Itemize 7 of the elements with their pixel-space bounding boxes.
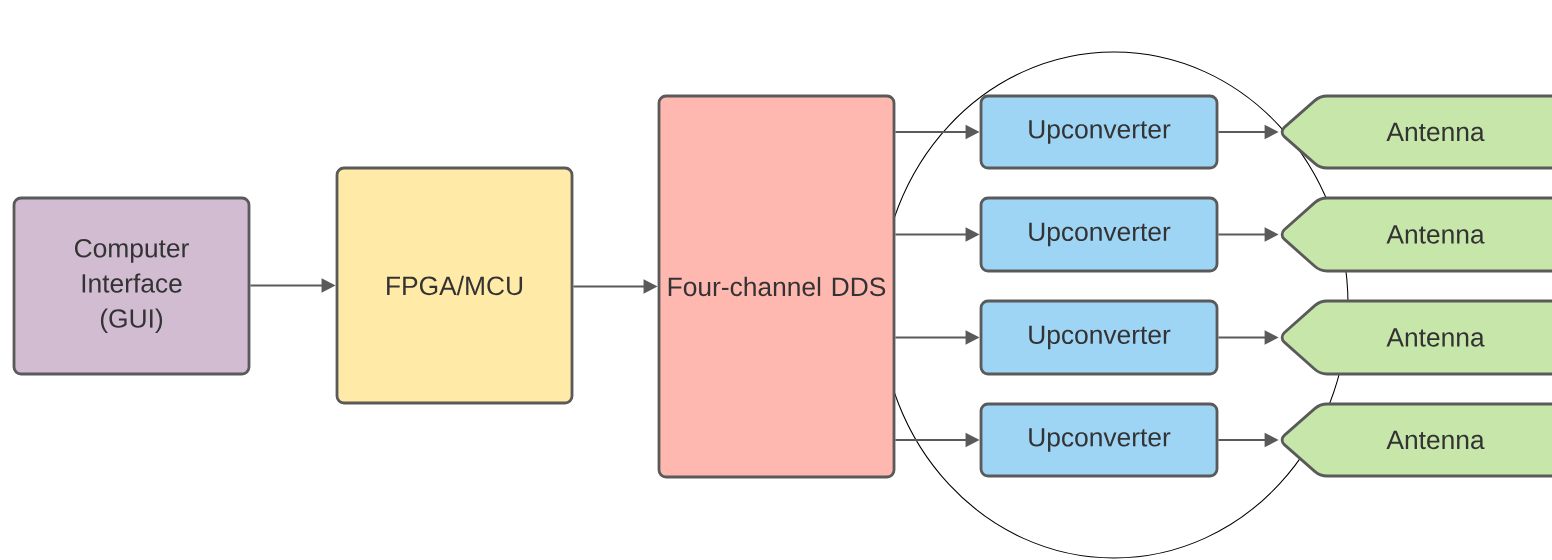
process-box: Computer Interface (GUI) (12, 196, 251, 376)
process-box: Four-channel DDS (657, 94, 896, 479)
process-box: Upconverter (979, 299, 1219, 376)
process-box: Upconverter (979, 196, 1219, 273)
process-box: Upconverter (979, 94, 1219, 170)
process-box: Upconverter (979, 402, 1219, 478)
process-box: FPGA/MCU (335, 166, 574, 405)
